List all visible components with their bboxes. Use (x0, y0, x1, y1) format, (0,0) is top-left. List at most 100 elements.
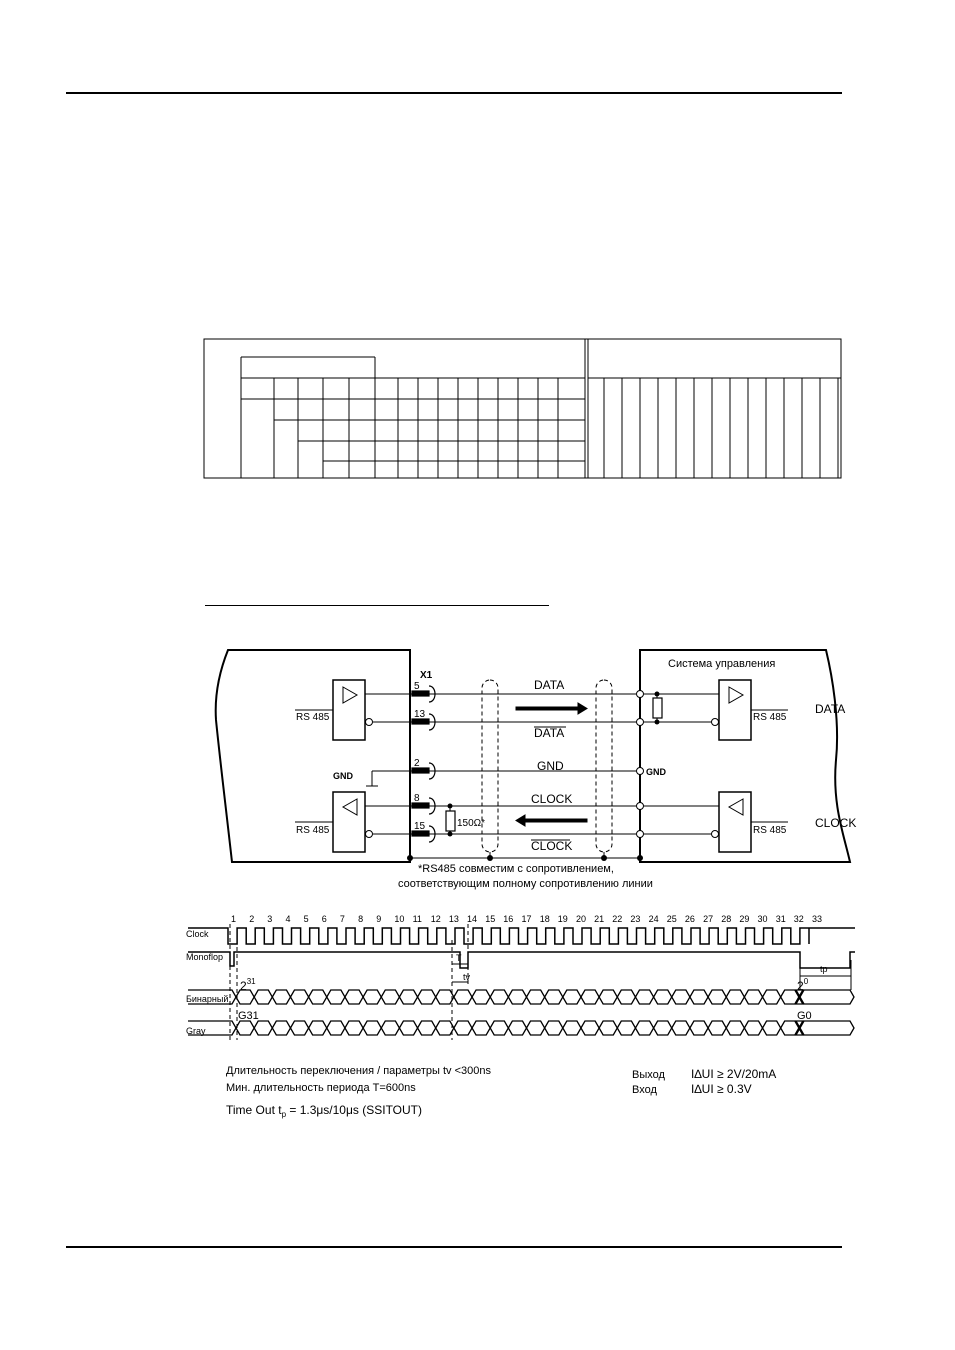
notes-block: Длительность переключения / параметры tv… (226, 1065, 776, 1119)
drive-box-outline (214, 649, 411, 863)
row-label-gray: Gray (186, 1026, 206, 1036)
wiring-diagram (214, 649, 852, 863)
signal-gnd-label: GND (537, 759, 564, 773)
pin-13-label: 13 (414, 709, 426, 720)
bit-layout-table (203, 338, 842, 479)
rs485-label-ctrl-data: RS 485 (753, 712, 787, 723)
resistor-value-label: 150Ω* (457, 818, 485, 829)
pulse-number: 14 (467, 914, 477, 924)
note-switching: Длительность переключения / параметры tv… (226, 1065, 491, 1077)
monoflop-waveform (188, 951, 855, 969)
signal-data-label: DATA (534, 678, 564, 692)
pulse-number: 10 (394, 914, 404, 924)
driver-clock-box (332, 791, 366, 853)
cable-shield-left (481, 679, 499, 853)
pulse-number: 1 (231, 914, 236, 924)
wiring-labels: X1 5 13 2 8 15 DATA DATA GND CLOCK CLOCK… (296, 658, 856, 890)
section-underline (205, 605, 549, 606)
driver-data-box (332, 679, 366, 741)
t-label: T (456, 953, 462, 963)
clock-direction-arrow (515, 814, 588, 827)
output-label: Выход (632, 1069, 665, 1081)
right-clock-label: CLOCK (815, 816, 856, 830)
note-timeout: Time Out tp = 1.3μs/10μs (SSITOUT) (226, 1103, 422, 1119)
rs485-label-drive-data: RS 485 (296, 712, 330, 723)
pulse-number: 6 (322, 914, 327, 924)
binary-msb-label: 231 (240, 977, 256, 993)
pulse-number: 18 (540, 914, 550, 924)
row-label-clock: Clock (186, 929, 209, 939)
output-value: I∆UI ≥ 2V/20mA (691, 1067, 776, 1081)
pulse-number: 16 (503, 914, 513, 924)
pulse-number: 28 (721, 914, 731, 924)
right-data-label: DATA (815, 702, 845, 716)
pulse-number: 15 (485, 914, 495, 924)
pulse-number: 11 (413, 914, 422, 924)
pulse-number: 31 (776, 914, 786, 924)
row-label-monoflop: Monoflop (186, 952, 223, 962)
data-direction-arrow (515, 702, 588, 715)
input-value: I∆UI ≥ 0.3V (691, 1082, 752, 1096)
cable-shield-right (595, 679, 613, 853)
binary-lsb-label: 20 (797, 977, 809, 993)
pulse-number: 17 (522, 914, 532, 924)
driver-data-triangle (342, 686, 359, 704)
gnd-left-label: GND (333, 771, 354, 781)
pin-2-label: 2 (414, 758, 420, 769)
pulse-number: 30 (758, 914, 768, 924)
note-min-period: Мин. длительность периода T=600ns (226, 1082, 416, 1094)
pulse-number: 25 (667, 914, 677, 924)
pulse-number: 21 (594, 914, 604, 924)
pulse-number: 22 (612, 914, 622, 924)
pulse-number: 33 (812, 914, 822, 924)
pulse-number: 32 (794, 914, 804, 924)
receiver-data-triangle (728, 686, 745, 704)
signal-clock-bar-label: CLOCK (531, 839, 572, 853)
pulse-number: 19 (558, 914, 568, 924)
footer-rule (66, 1246, 842, 1248)
gray-msb-label: G31 (238, 1010, 259, 1022)
gray-lsb-label: G0 (797, 1010, 812, 1022)
control-box-outline (639, 649, 852, 863)
termination-resistor-right (652, 697, 663, 719)
rs485-label-ctrl-clock: RS 485 (753, 825, 787, 836)
pulse-number: 8 (358, 914, 363, 924)
gnd-right-label: GND (646, 767, 667, 777)
signal-data-bar-label: DATA (534, 726, 564, 740)
signal-clock-label: CLOCK (531, 792, 572, 806)
rs485-label-drive-clock: RS 485 (296, 825, 330, 836)
pulse-number: 2 (249, 914, 254, 924)
termination-resistor-left (445, 810, 456, 832)
tv-label: tv (463, 972, 471, 982)
pin-5-label: 5 (414, 681, 420, 692)
pulse-number: 24 (649, 914, 659, 924)
driver-clock-triangle (341, 798, 358, 816)
receiver-clock-triangle (727, 798, 744, 816)
pulse-number: 5 (304, 914, 309, 924)
footnote-line1: *RS485 совместим с сопротивлением, (418, 863, 614, 875)
input-label: Вход (632, 1084, 657, 1096)
footnote-line2: соответствующим полному сопротивлению ли… (398, 878, 653, 890)
receiver-data-box (718, 679, 752, 741)
pulse-number: 29 (739, 914, 749, 924)
pulse-number: 3 (267, 914, 272, 924)
pulse-number: 7 (340, 914, 345, 924)
receiver-clock-box (718, 791, 752, 853)
connector-pins (411, 685, 436, 843)
gnd-ground-symbol (366, 771, 378, 787)
clock-waveform (188, 927, 855, 945)
row-label-binary: Бинарный (186, 994, 228, 1004)
pulse-number: 20 (576, 914, 586, 924)
pulse-number: 12 (431, 914, 441, 924)
header-rule (66, 92, 842, 94)
pulse-number: 9 (376, 914, 381, 924)
pulse-number: 23 (630, 914, 640, 924)
pulse-number: 26 (685, 914, 695, 924)
tp-label: tp (820, 964, 828, 974)
pulse-number: 13 (449, 914, 459, 924)
pulse-number: 27 (703, 914, 713, 924)
pin-8-label: 8 (414, 793, 420, 804)
connector-label: X1 (420, 670, 433, 681)
